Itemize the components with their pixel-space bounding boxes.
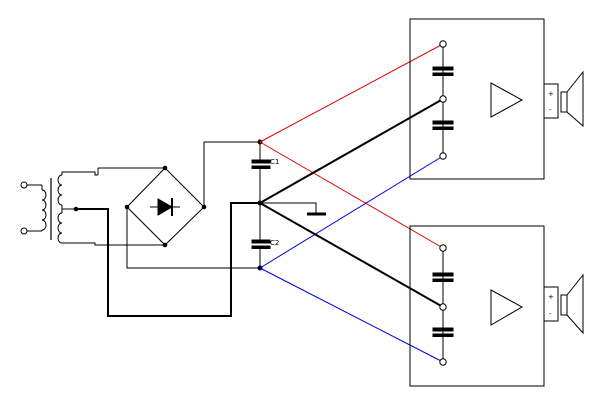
capacitor-c1-label: C1: [270, 158, 279, 166]
speaker-terminal-block: [543, 83, 559, 119]
speaker-icon: [560, 70, 584, 128]
capacitor-c2-label: C2: [270, 239, 279, 247]
capacitor-c1: [251, 159, 271, 169]
amplifier-module-bottom: + -: [409, 225, 584, 387]
amplifier-board: [409, 18, 545, 180]
speaker-terminal-plus: +: [548, 90, 554, 98]
mains-input: [20, 181, 42, 235]
terminal-positive: [439, 40, 447, 48]
speaker-terminal-plus: +: [548, 293, 554, 301]
speaker-icon: [560, 273, 584, 335]
speaker-terminal-block: [543, 286, 559, 322]
terminal-negative: [439, 358, 447, 366]
amplifier-triangle-icon: [490, 289, 524, 326]
ground-wire: [76, 202, 260, 317]
diode-icon: [150, 198, 180, 216]
amplifier-triangle-icon: [490, 82, 524, 118]
amplifier-board: [409, 225, 545, 387]
bridge-rectifier: [97, 165, 207, 248]
rectifier-output-wires: [126, 141, 260, 269]
terminal-ground: [439, 95, 447, 103]
amplifier-module-top: + -: [409, 18, 584, 180]
positive-rail-wires: [259, 43, 444, 249]
ground-return-wires: [259, 98, 444, 308]
filter-capacitors: C1 C2: [251, 139, 279, 271]
terminal-negative: [439, 152, 447, 160]
ground-symbol-icon: [260, 202, 326, 216]
speaker-terminal-minus: -: [549, 310, 552, 318]
terminal-positive: [439, 244, 447, 252]
negative-rail-wires: [259, 155, 444, 363]
mains-terminal-bottom: [20, 227, 28, 235]
mains-terminal-top: [20, 181, 28, 189]
terminal-ground: [439, 303, 447, 311]
transformer-primary-winding: [41, 185, 47, 231]
speaker-terminal-minus: -: [549, 106, 552, 114]
transformer-secondary-winding: [57, 171, 98, 246]
capacitor-c2: [251, 239, 271, 249]
